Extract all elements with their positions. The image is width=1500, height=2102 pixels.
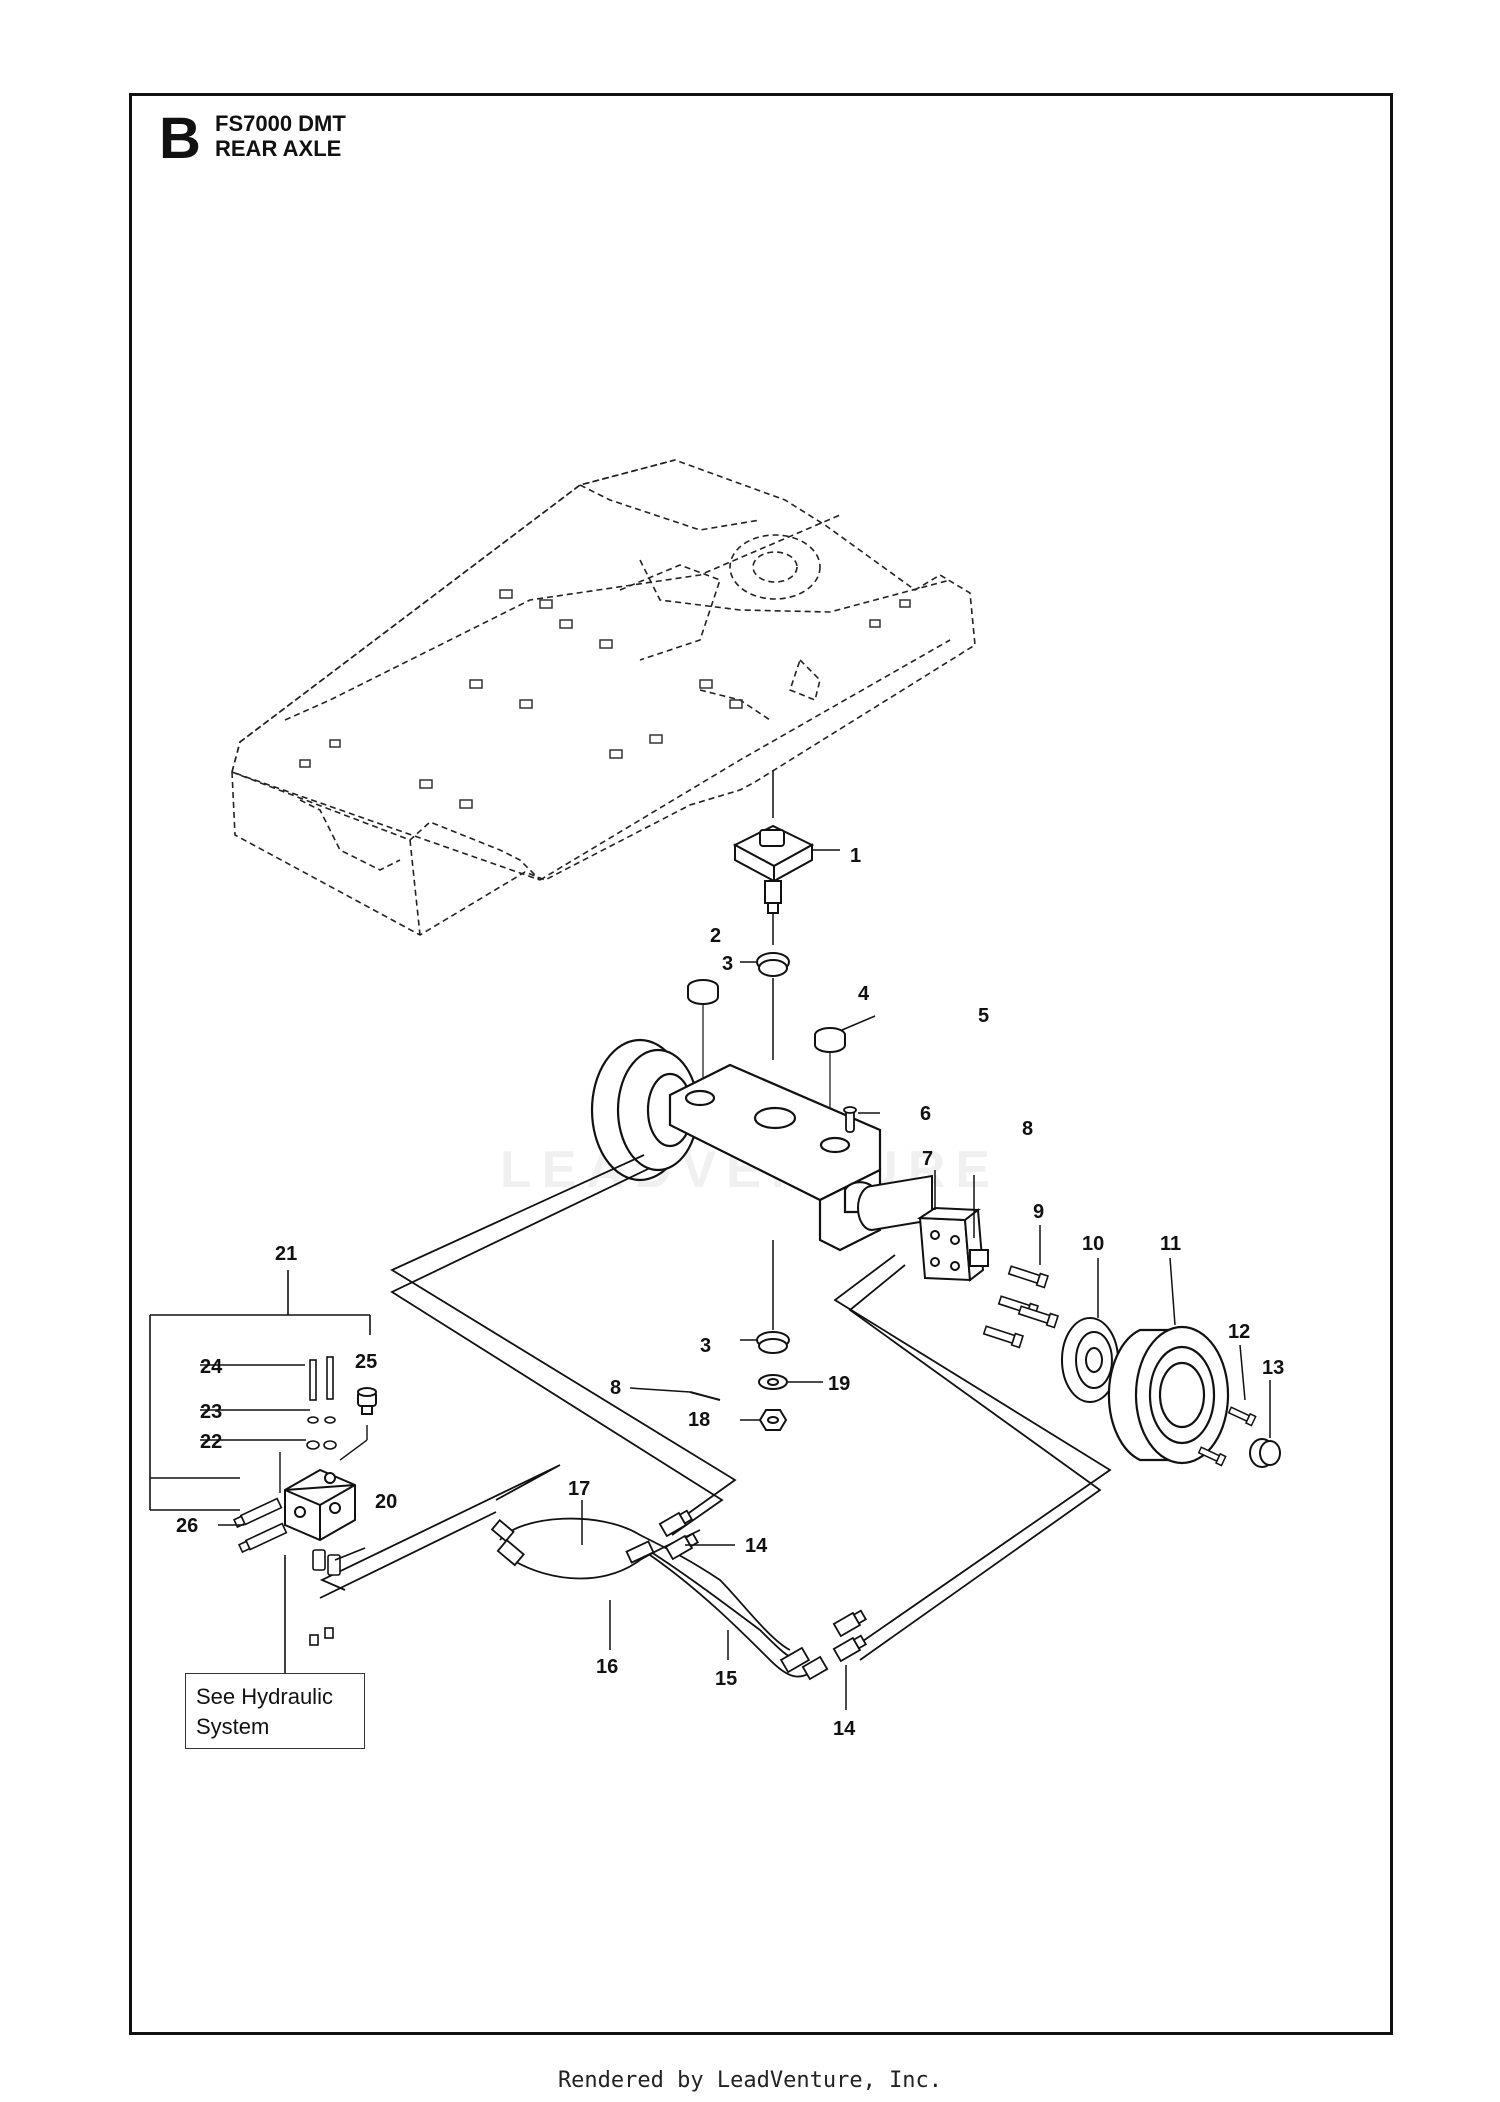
callout-2: 2 bbox=[710, 925, 721, 947]
callout-1: 1 bbox=[850, 845, 861, 867]
model-title: FS7000 DMT bbox=[215, 111, 346, 136]
callout-3-bottom: 3 bbox=[700, 1335, 711, 1357]
diagram-frame bbox=[129, 93, 1393, 2035]
callout-21: 21 bbox=[275, 1243, 297, 1265]
mounting-bolts bbox=[982, 1265, 1060, 1349]
callout-23: 23 bbox=[200, 1401, 222, 1423]
valve-block bbox=[284, 1468, 356, 1542]
callout-6: 6 bbox=[920, 1103, 931, 1125]
callout-5: 5 bbox=[978, 1005, 989, 1027]
section-letter: B bbox=[159, 106, 201, 171]
valve-bolts bbox=[306, 1356, 337, 1450]
callout-8-bottom: 8 bbox=[610, 1377, 621, 1399]
split-pin bbox=[689, 1391, 721, 1401]
callout-12: 12 bbox=[1228, 1321, 1250, 1343]
wheel-hub bbox=[1061, 1317, 1119, 1403]
axle-beam bbox=[590, 1038, 882, 1252]
chassis-frame-outline bbox=[231, 459, 976, 936]
pivot-bracket bbox=[732, 770, 815, 914]
callout-24: 24 bbox=[200, 1356, 223, 1378]
washer bbox=[758, 1374, 788, 1390]
callout-26: 26 bbox=[176, 1515, 198, 1537]
cap-left bbox=[687, 979, 719, 1005]
footer-credit: Rendered by LeadVenture, Inc. bbox=[557, 2068, 943, 2093]
callout-3-top: 3 bbox=[722, 953, 733, 975]
hydraulic-hoses bbox=[319, 1154, 1112, 1678]
wheel-bolts bbox=[1197, 1406, 1257, 1467]
callout-25: 25 bbox=[355, 1351, 377, 1373]
bottom-bushing bbox=[756, 1331, 790, 1354]
hose-fittings bbox=[490, 1509, 868, 1681]
rear-wheel bbox=[1107, 1325, 1230, 1465]
callout-9: 9 bbox=[1033, 1201, 1044, 1223]
callout-8-right: 8 bbox=[1022, 1118, 1033, 1140]
callout-labels: 1 2 3 3 4 5 6 7 8 8 9 10 11 12 13 14 14 … bbox=[176, 845, 1284, 1740]
assembly-bracket-21 bbox=[149, 1270, 371, 1673]
callout-19: 19 bbox=[828, 1373, 850, 1395]
callout-14-bottom: 14 bbox=[833, 1718, 856, 1740]
see-hydraulic-system-note: See Hydraulic System bbox=[185, 1673, 365, 1749]
page-title: REAR AXLE bbox=[215, 136, 342, 161]
callout-4: 4 bbox=[858, 983, 870, 1005]
reference-note-text: See Hydraulic System bbox=[196, 1684, 333, 1739]
callout-7: 7 bbox=[922, 1148, 933, 1170]
callout-11: 11 bbox=[1160, 1233, 1181, 1255]
callout-22: 22 bbox=[200, 1431, 222, 1453]
cotter-pin bbox=[843, 1106, 857, 1133]
cap-right bbox=[814, 1027, 846, 1053]
callout-20: 20 bbox=[375, 1491, 397, 1513]
hydraulic-motor bbox=[857, 1174, 989, 1282]
callout-14-top: 14 bbox=[745, 1535, 768, 1557]
callout-18: 18 bbox=[688, 1409, 710, 1431]
callout-17: 17 bbox=[568, 1478, 590, 1500]
hub-cap bbox=[1249, 1438, 1281, 1468]
callout-16: 16 bbox=[596, 1656, 618, 1678]
pressure-plug bbox=[357, 1387, 377, 1415]
chassis-holes bbox=[299, 589, 911, 809]
callout-10: 10 bbox=[1082, 1233, 1104, 1255]
callout-15: 15 bbox=[715, 1668, 737, 1690]
lock-nut bbox=[758, 1409, 788, 1431]
callout-13: 13 bbox=[1262, 1357, 1284, 1379]
bushing-top bbox=[756, 952, 790, 977]
